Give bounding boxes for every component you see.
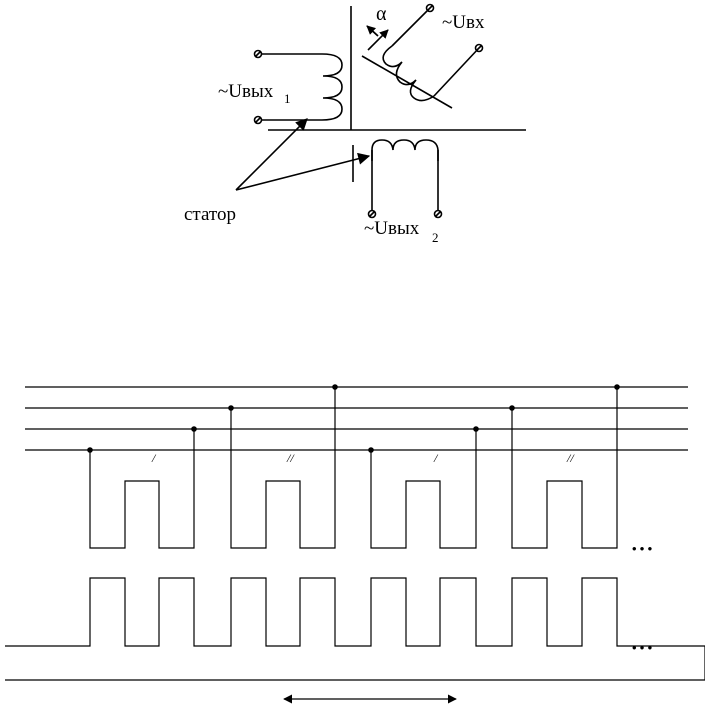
single-tick-mark: / bbox=[151, 451, 157, 465]
output1-subscript: 1 bbox=[284, 91, 291, 106]
slider-winding-section-3 bbox=[371, 429, 476, 548]
junction-dots bbox=[87, 384, 620, 453]
slider-winding-section-1 bbox=[90, 429, 194, 548]
double-tick-mark: // bbox=[286, 451, 295, 465]
junction-dot bbox=[332, 384, 338, 390]
junction-dot bbox=[368, 447, 374, 453]
output2-subscript: 2 bbox=[432, 230, 439, 245]
continuation-ellipsis-top: • • • bbox=[632, 541, 653, 556]
inductosyn-diagram bbox=[5, 387, 705, 699]
slider-winding-section-4 bbox=[512, 387, 617, 548]
junction-dot bbox=[614, 384, 620, 390]
input-voltage-label: ~Uвх bbox=[442, 12, 485, 33]
single-tick-mark: / bbox=[433, 451, 439, 465]
double-tick-mark: // bbox=[566, 451, 575, 465]
output2-voltage-label: ~Uвых bbox=[364, 218, 420, 239]
angle-label: α bbox=[376, 3, 387, 25]
stator-pointer-2 bbox=[236, 156, 369, 190]
junction-dot bbox=[509, 405, 515, 411]
output1-voltage-label: ~Uвых bbox=[218, 81, 274, 102]
continuation-ellipsis-bottom: • • • bbox=[632, 640, 653, 655]
junction-dot bbox=[473, 426, 479, 432]
rotation-arrow bbox=[368, 30, 388, 50]
stator-winding-2 bbox=[369, 140, 442, 218]
scale-winding bbox=[5, 578, 705, 680]
resolver-diagram bbox=[236, 5, 526, 218]
slider-winding-section-2 bbox=[231, 387, 335, 548]
junction-dot bbox=[228, 405, 234, 411]
junction-dot bbox=[87, 447, 93, 453]
stator-label: статор bbox=[184, 204, 236, 225]
junction-dot bbox=[191, 426, 197, 432]
